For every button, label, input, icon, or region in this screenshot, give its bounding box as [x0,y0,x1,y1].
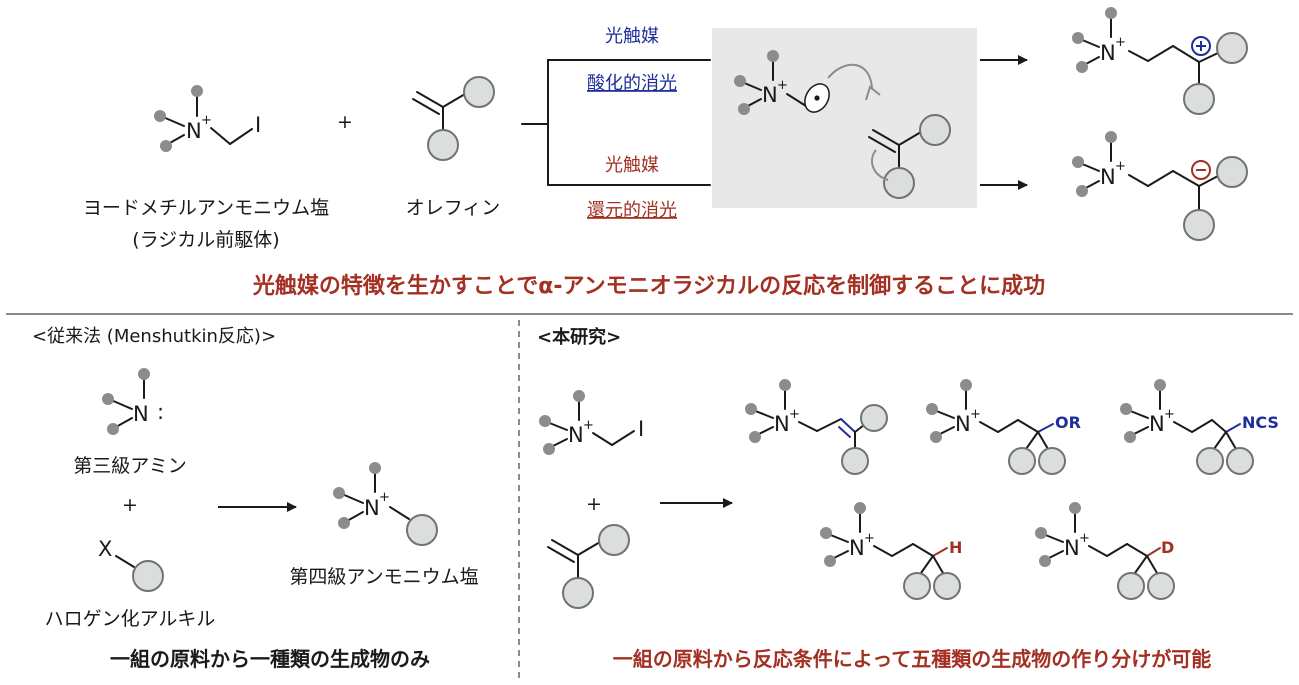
svg-text:N: N [1100,165,1116,189]
right-summary: 一組の原料から反応条件によって五種類の生成物の作り分けが可能 [613,647,1211,671]
plus-sign-left: + [122,494,138,516]
svg-text:OR: OR [1055,413,1081,432]
plus-sign-right: + [586,493,602,515]
plus-sign-top: + [337,111,353,133]
left-summary: 一組の原料から一種類の生成物のみ [110,647,430,671]
svg-text:+: + [1115,35,1126,50]
product-carbanion: N + [1072,131,1248,241]
svg-text:I: I [638,417,644,441]
headline: 光触媒の特徴を生かすことでα-アンモニオラジカルの反応を制御することに成功 [252,273,1045,299]
ox-path-catalyst-label: 光触媒 [605,26,659,47]
red-path-quench-label: 還元的消光 [587,200,677,221]
svg-text:H: H [949,538,962,557]
alkyl-halide: X [98,537,164,592]
alpha-ammonio-radical: N + [734,50,881,115]
reagent-iodomethylammonium: N + I [154,85,261,152]
reagent1-name: ヨードメチルアンモニウム塩 [83,197,329,219]
branch-bracket [521,59,711,186]
svg-text:N: N [1149,412,1165,436]
svg-text:+: + [1115,159,1126,174]
product-alkene: N + [745,379,888,475]
svg-text:+: + [864,531,875,546]
svg-text:N: N [133,402,149,426]
svg-text:+: + [1079,531,1090,546]
svg-text:+: + [201,113,212,128]
svg-text:N: N [849,536,865,560]
svg-text:N: N [364,496,380,520]
quaternary-label: 第四級アンモニウム塩 [289,566,478,588]
halide-label: ハロゲン化アルキル [45,608,216,630]
tertiary-amine: N : [102,368,164,435]
svg-text:N: N [774,412,790,436]
right-panel-title: <本研究> [537,326,621,348]
svg-text:N: N [762,83,778,107]
ox-path-quench-label: 酸化的消光 [587,73,677,94]
svg-text:N: N [1064,536,1080,560]
right-reagent-ammonium: N + I [539,390,644,455]
svg-text:+: + [583,418,594,433]
quaternary-ammonium: N + [333,462,438,546]
svg-text:I: I [255,113,261,137]
product-ether: N + OR [926,379,1081,475]
product-isothiocyanate: N + NCS [1120,379,1279,475]
product-carbocation: N + [1072,7,1248,115]
svg-text:NCS: NCS [1242,413,1279,432]
right-reagent-olefin [547,524,630,609]
svg-text:+: + [970,407,981,422]
amine-label: 第三級アミン [73,455,187,477]
svg-text:X: X [98,537,112,561]
svg-text:+: + [777,78,788,93]
reagent-olefin [412,76,495,161]
svg-text:+: + [789,407,800,422]
left-panel-title: <従来法 (Menshutkin反応)> [32,326,276,347]
reagent1-subtitle: (ラジカル前駆体) [132,229,279,251]
svg-text:+: + [1164,407,1175,422]
olefin-in-panel [868,114,951,199]
svg-text:N: N [955,412,971,436]
product-deutero: N + D [1035,502,1175,600]
svg-text:N: N [1100,41,1116,65]
svg-text:N: N [186,119,202,143]
product-hydro: N + H [820,502,962,600]
red-path-catalyst-label: 光触媒 [605,155,659,176]
svg-text::: : [157,400,164,424]
svg-text:N: N [568,423,584,447]
svg-text:+: + [379,490,390,505]
svg-text:D: D [1161,538,1174,557]
reagent2-name: オレフィン [406,197,501,219]
